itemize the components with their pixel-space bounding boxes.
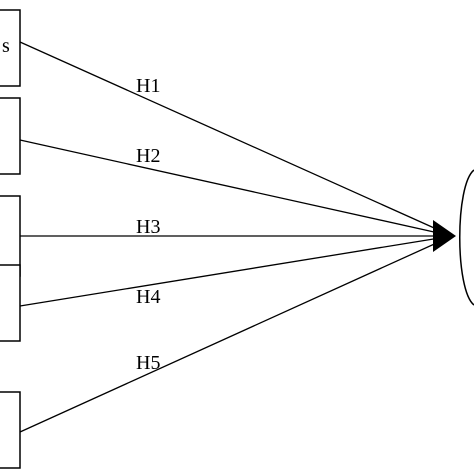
hypothesis-line-h2	[19, 139, 453, 237]
construct-box-2	[0, 97, 21, 175]
construct-box-1-text: s	[2, 35, 10, 57]
construct-box-1	[0, 9, 21, 87]
hypothesis-line-h1	[19, 41, 453, 237]
hypothesis-label-h4: H4	[136, 286, 160, 308]
arrowhead-icon	[433, 220, 456, 252]
hypothesis-label-h3: H3	[136, 216, 160, 238]
hypothesis-label-h1: H1	[136, 75, 160, 97]
hypothesis-label-h5: H5	[136, 352, 160, 374]
target-ellipse	[459, 169, 474, 306]
construct-box-5	[0, 391, 21, 469]
construct-box-4	[0, 264, 21, 342]
construct-box-3	[0, 195, 21, 277]
hypothesis-line-h5	[19, 235, 453, 433]
hypothesis-label-h2: H2	[136, 145, 160, 167]
hypothesis-line-h4	[19, 235, 453, 307]
